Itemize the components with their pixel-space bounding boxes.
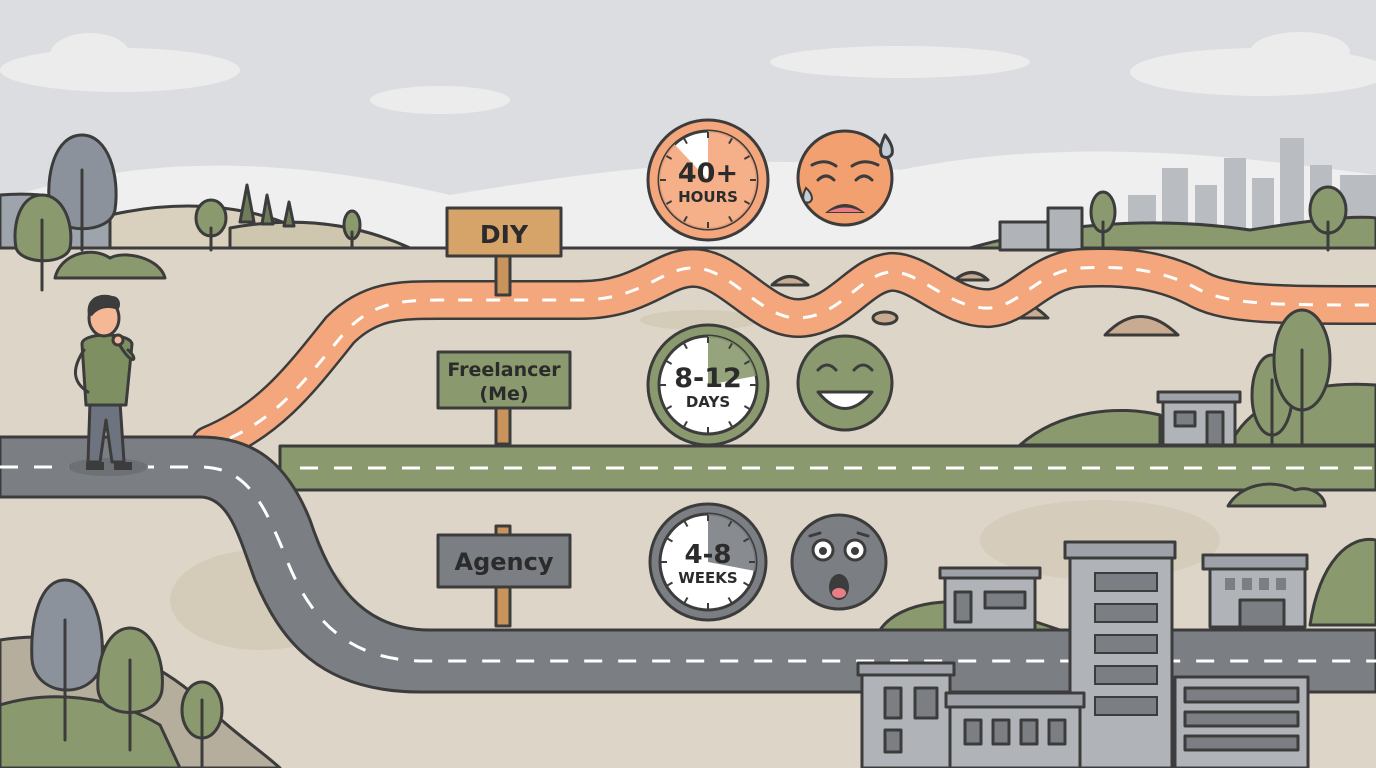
- clock-tick: [683, 137, 688, 145]
- agency-road: [0, 435, 1376, 694]
- diy-time-value: 40+: [678, 158, 738, 189]
- bush-left: [53, 250, 167, 280]
- tree-small-2: [342, 209, 362, 250]
- person-thinking-icon: [68, 294, 148, 476]
- tree-small-right: [1089, 190, 1117, 250]
- clock-tick: [728, 420, 733, 428]
- city-building-3: [856, 661, 956, 768]
- clock-tick: [665, 200, 673, 205]
- signpost-agency: Agency: [436, 524, 572, 628]
- clock-tick: [683, 215, 688, 223]
- bush-small-right: [1226, 482, 1327, 508]
- tree-right-top: [1308, 185, 1348, 252]
- freelancer-time-unit: DAYS: [686, 393, 730, 411]
- city-building-5: [1173, 675, 1310, 768]
- clock-tick: [743, 200, 751, 205]
- tree-grey-bottom: [30, 578, 104, 742]
- agency-time-value: 4-8: [685, 540, 732, 570]
- sign-diy-label: DIY: [480, 220, 529, 249]
- diy-path-dashes: [229, 265, 1376, 440]
- clock-tick: [665, 405, 673, 410]
- clock-tick: [743, 155, 751, 160]
- clock-tick: [683, 420, 688, 428]
- clock-tick: [665, 155, 673, 160]
- clock-tick: [665, 360, 673, 365]
- freelancer-clock-fill: [708, 336, 757, 385]
- smiling-face-icon: [796, 334, 894, 432]
- clock-tick: [666, 581, 673, 587]
- city-building-4: [944, 691, 1086, 768]
- shop-building: [1156, 390, 1242, 447]
- tree-green-bottom-2: [180, 680, 224, 768]
- tree-grey-large: [47, 133, 118, 252]
- agency-time-unit: WEEKS: [678, 569, 737, 587]
- tree-green-left: [13, 193, 73, 292]
- stopwatch-icon: 8-12 DAYS: [646, 323, 770, 447]
- clock-tick: [683, 520, 689, 527]
- sign-agency-label: Agency: [455, 548, 554, 576]
- clock-tick: [683, 342, 688, 350]
- clock-tick: [727, 597, 733, 604]
- clouds: [0, 32, 1376, 114]
- clock-tick: [666, 537, 673, 543]
- sweating-face-icon: [796, 129, 894, 227]
- city-building-2: [1201, 553, 1309, 629]
- signpost-freelancer: Freelancer (Me): [436, 350, 572, 446]
- clock-tick: [683, 597, 689, 604]
- bush-mid-right: [1018, 408, 1162, 447]
- clock-tick: [743, 537, 750, 543]
- diy-clock-fill: [659, 131, 758, 230]
- shocked-face-icon: [790, 513, 888, 611]
- tree-green-bottom-1: [96, 626, 164, 752]
- freelancer-time-value: 8-12: [674, 363, 742, 394]
- clock-tick: [743, 405, 751, 410]
- clock-tick: [743, 581, 750, 587]
- city-building-1: [938, 566, 1042, 632]
- stopwatch-icon: 40+ HOURS: [646, 118, 770, 242]
- signpost-diy: DIY: [445, 206, 563, 297]
- clock-tick: [728, 342, 733, 350]
- sign-freelancer-label: Freelancer: [447, 359, 561, 381]
- pine-trees: [238, 183, 296, 228]
- tree-small-1: [194, 198, 228, 252]
- city-tower: [1063, 540, 1177, 768]
- agency-clock-fill: [708, 514, 756, 571]
- sign-freelancer-sublabel: (Me): [479, 383, 528, 405]
- stopwatch-icon: 4-8 WEEKS: [648, 502, 768, 622]
- grass-bottom-left: [0, 695, 182, 768]
- clock-tick: [728, 137, 733, 145]
- clock-tick: [727, 520, 733, 527]
- diy-time-unit: HOURS: [678, 188, 738, 206]
- tree-mid-right-2: [1272, 308, 1332, 447]
- clock-tick: [728, 215, 733, 223]
- clock-tick: [743, 360, 751, 365]
